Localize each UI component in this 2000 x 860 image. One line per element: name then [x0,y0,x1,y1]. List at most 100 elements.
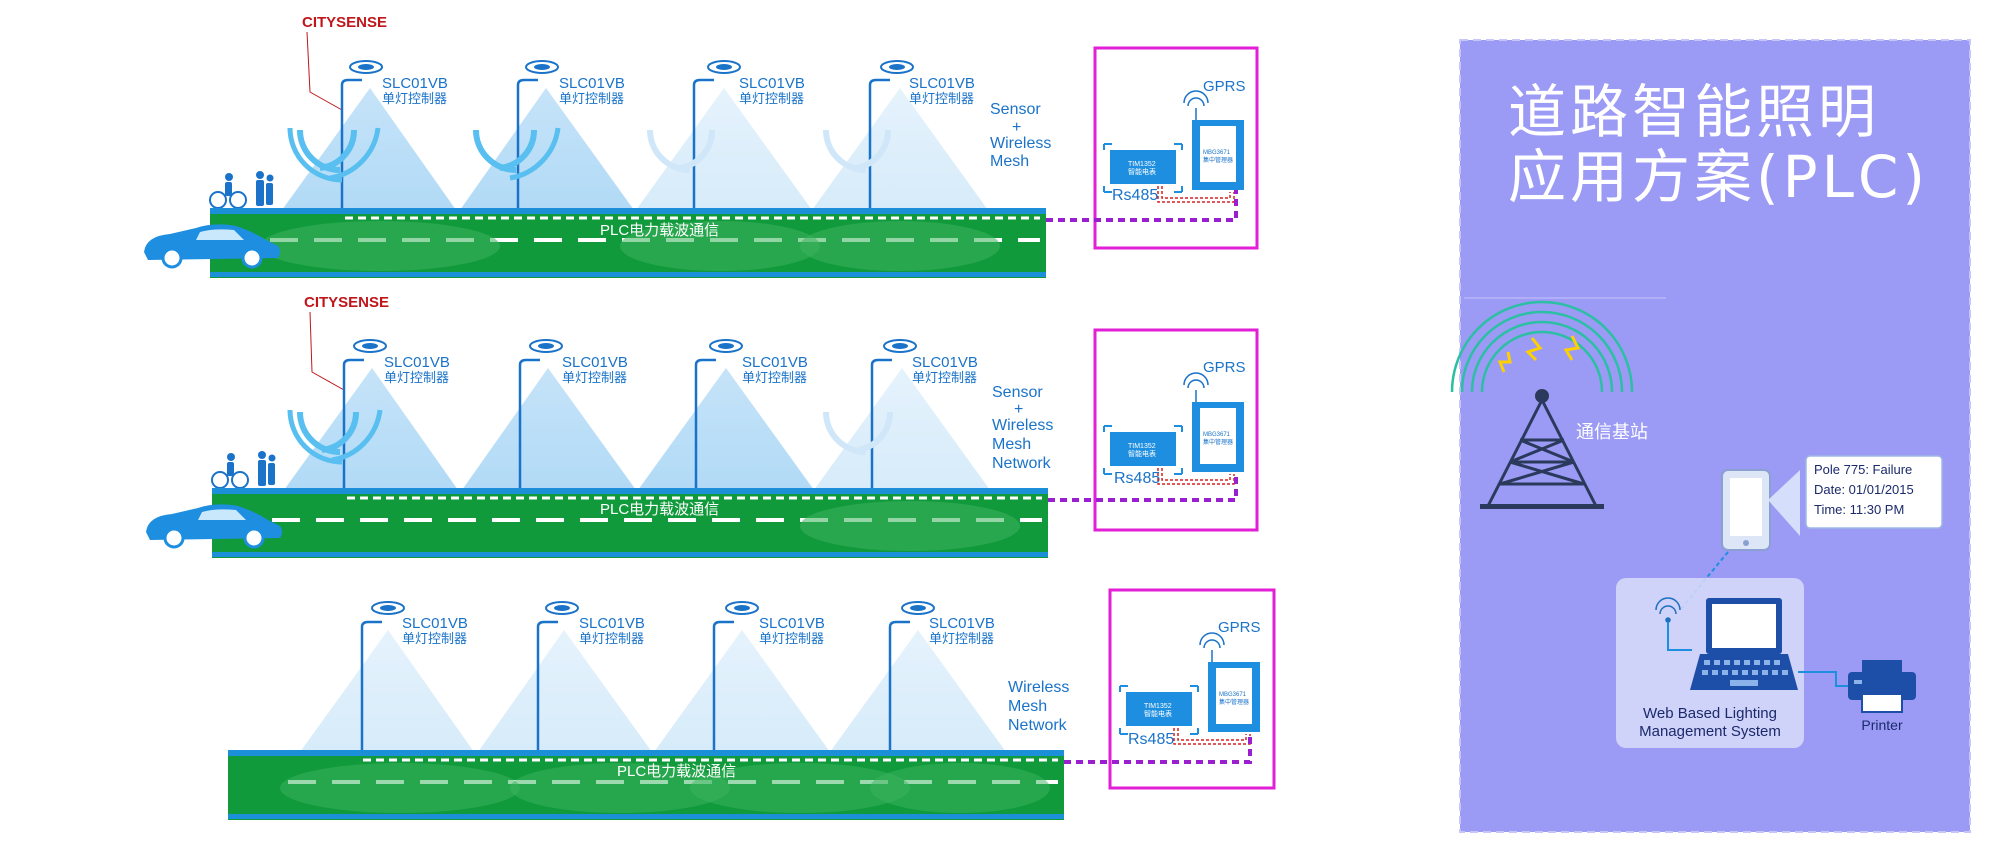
light-beam [300,630,474,752]
controller-model-label: SLC01VB [759,615,825,632]
system-label-line2: Management System [1639,723,1781,740]
controller-desc-label: 单灯控制器 [382,91,447,106]
antenna-icon [545,601,579,615]
street-light-pole [342,339,387,488]
gprs-label: GPRS [1203,359,1246,376]
base-station-label: 通信基站 [1576,422,1648,442]
controller-model-label: SLC01VB [562,354,628,371]
controller-model-label: SLC01VB [912,354,978,371]
controller-desc-label: 单灯控制器 [559,91,624,106]
light-beam [462,368,636,490]
gprs-label: GPRS [1203,78,1246,95]
svg-text:智能电表: 智能电表 [1128,167,1156,176]
street-light-pole [712,601,759,750]
controller-desc-label: 单灯控制器 [562,370,627,385]
scene-1: CITYSENSE [144,14,1259,278]
pedestrian-icon [211,451,276,489]
controller-model-label: SLC01VB [579,615,645,632]
light-beam [284,368,458,490]
street-light-pole [536,601,579,750]
controller-desc-label: 单灯控制器 [912,370,977,385]
printer-label: Printer [1861,717,1903,733]
controller-model-label: SLC01VB [384,354,450,371]
svg-text:Mesh: Mesh [1008,698,1047,715]
svg-text:Wireless: Wireless [990,135,1051,152]
sensor-wave-icon [287,409,383,465]
alert-time: Time: 11:30 PM [1814,502,1904,517]
page-subtitle: 应用方案(PLC) [1508,143,1929,211]
svg-text:Sensor: Sensor [992,384,1043,401]
road-segment [212,488,1048,558]
printer-link-line [1798,671,1850,687]
laptop-icon [1690,598,1798,690]
brand-leader-line [306,31,343,111]
car-icon [146,504,282,549]
svg-text:TIM1352: TIM1352 [1144,703,1172,710]
controller-desc-label: 单灯控制器 [759,631,824,646]
alert-popup: Pole 775: Failure Date: 01/01/2015 Time:… [1805,455,1943,529]
controller-desc-label: 单灯控制器 [384,370,449,385]
controller-model-label: SLC01VB [742,354,808,371]
light-beam [812,88,988,210]
alert-pole-status: Pole 775: Failure [1814,462,1912,477]
svg-text:Network: Network [992,455,1052,472]
gprs-antenna-icon [1199,632,1225,662]
system-label-line1: Web Based Lighting [1643,705,1777,722]
light-beam [814,368,990,490]
antenna-icon [529,339,563,353]
road-segment [210,208,1046,278]
street-light-pole [694,339,743,488]
sensor-wave-icon [823,411,894,455]
antenna-icon [880,60,914,74]
controller-model-label: SLC01VB [909,75,975,92]
street-light-pole [692,60,741,208]
network-type-label: Sensor + Wireless Mesh Network [992,384,1053,472]
printer-icon [1848,660,1916,713]
antenna-icon [525,60,559,74]
svg-text:Wireless: Wireless [1008,679,1069,696]
street-light-pole [360,601,405,750]
sensor-wave-icon [647,129,892,173]
plc-carrier-label: PLC电力载波通信 [600,501,719,518]
controller-desc-label: 单灯控制器 [929,631,994,646]
controller-desc-label: 单灯控制器 [579,631,644,646]
road-segment [228,750,1064,820]
base-station-tower-icon [1450,300,1634,509]
svg-text:MBG3671: MBG3671 [1219,692,1247,698]
plc-carrier-label: PLC电力载波通信 [600,222,719,239]
controller-model-label: SLC01VB [382,75,448,92]
sensor-wave-icon [287,127,561,183]
light-beam [460,88,634,210]
brand-label: CITYSENSE [304,294,389,311]
street-light-pole [888,601,935,750]
smart-meter-device [1110,150,1176,184]
alert-date: Date: 01/01/2015 [1814,482,1914,497]
svg-text:TIM1352: TIM1352 [1128,443,1156,450]
controller-desc-label: 单灯控制器 [742,370,807,385]
phone-icon [1721,469,1771,551]
svg-text:Mesh: Mesh [992,436,1031,453]
gprs-label: GPRS [1218,619,1261,636]
plc-link-line [1064,732,1252,764]
smart-meter-device [1110,432,1176,466]
controller-model-label: SLC01VB [559,75,625,92]
street-light-pole [868,60,914,208]
brand-label: CITYSENSE [302,14,387,31]
svg-text:MBG3671: MBG3671 [1203,150,1231,156]
rs485-label: Rs485 [1112,187,1158,204]
smart-meter-device [1126,692,1192,726]
light-beam [478,630,652,752]
svg-text:Mesh: Mesh [990,153,1029,170]
management-system: Web Based Lighting Management System [1616,578,1804,748]
svg-text:集中管理器: 集中管理器 [1203,438,1233,446]
rs485-label: Rs485 [1128,731,1174,748]
svg-text:Sensor: Sensor [990,101,1041,118]
network-type-label: Wireless Mesh Network [1008,679,1069,734]
plc-link-line [1048,472,1238,502]
pedestrian-icon [209,171,274,209]
scene-2: CITYSENSE [146,294,1259,558]
controller-desc-label: 单灯控制器 [402,631,467,646]
light-beam [654,630,830,752]
svg-text:智能电表: 智能电表 [1128,449,1156,458]
